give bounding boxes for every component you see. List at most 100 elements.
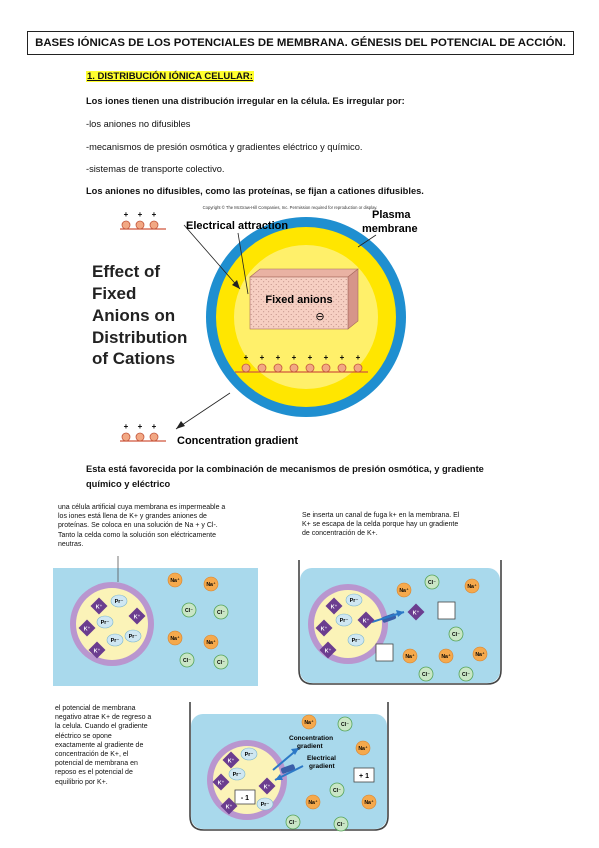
- potassium-ion-icon: [128, 607, 146, 625]
- svg-text:K⁺: K⁺: [84, 625, 91, 632]
- protein-anion-icon: [345, 593, 363, 607]
- sodium-ion-icon: [438, 648, 454, 664]
- chloride-ion-icon: [213, 604, 229, 620]
- protein-anion-icon: [347, 633, 365, 647]
- cation-icon: [257, 363, 267, 373]
- chloride-ion-icon: [181, 602, 197, 618]
- leak-channel: [280, 764, 296, 774]
- empty-charge-box: [375, 643, 394, 662]
- electrical-attraction-label: Electrical attraction: [186, 220, 288, 232]
- svg-text:Cl⁻: Cl⁻: [333, 788, 341, 794]
- section-heading: 1. DISTRIBUCIÓN IÓNICA CELULAR:: [86, 71, 254, 82]
- sodium-ion-icon: [203, 634, 219, 650]
- potassium-ion-icon: [222, 751, 240, 769]
- svg-text:Pr⁻: Pr⁻: [261, 802, 270, 808]
- sodium-ion-icon: [301, 714, 317, 730]
- cation-icon: [135, 220, 145, 230]
- reason-3: -sistemas de transporte colectivo.: [86, 164, 225, 174]
- svg-text:Cl⁻: Cl⁻: [183, 658, 191, 664]
- figure-copyright: Copyright © The McGraw-Hill Companies, I…: [203, 205, 378, 210]
- svg-text:gradient: gradient: [297, 743, 323, 750]
- svg-text:Cl⁻: Cl⁻: [337, 822, 345, 828]
- svg-text:Cl⁻: Cl⁻: [452, 632, 460, 638]
- cation-icon: [121, 432, 131, 442]
- plus-sign: +: [124, 210, 129, 219]
- sodium-ion-icon: [464, 578, 480, 594]
- svg-text:+ 1: + 1: [359, 773, 369, 780]
- protein-anion-icon: [240, 747, 258, 761]
- elec-gradient-label: Electrical: [307, 755, 336, 762]
- svg-text:Distribution: Distribution: [92, 328, 187, 347]
- svg-text:Pr⁻: Pr⁻: [111, 638, 120, 644]
- fixed-anions-box: [249, 276, 349, 330]
- svg-text:Pr⁻: Pr⁻: [340, 618, 349, 624]
- svg-text:Na⁺: Na⁺: [308, 800, 318, 806]
- sodium-ion-icon: [167, 572, 183, 588]
- empty-charge-box: [437, 601, 456, 620]
- svg-text:Na⁺: Na⁺: [467, 584, 477, 590]
- protein-anion-icon: [110, 594, 128, 608]
- plus-sign: +: [340, 353, 345, 362]
- effect-text: Effect of Fixed Anions on Distribution o…: [92, 262, 187, 368]
- plus-sign: +: [308, 353, 313, 362]
- svg-text:Cl⁻: Cl⁻: [217, 660, 225, 666]
- chloride-ion-icon: [418, 666, 434, 682]
- minus-charge-icon: ⊖: [315, 311, 324, 323]
- caption-right: Se inserta un canal de fuga k+ en la mem…: [302, 512, 460, 538]
- plus-sign: +: [244, 353, 249, 362]
- potassium-ion-icon: [90, 597, 108, 615]
- plus-sign: +: [324, 353, 329, 362]
- plus-sign: +: [276, 353, 281, 362]
- potassium-ion-icon: [78, 619, 96, 637]
- favored-line-2: químico y eléctrico: [86, 479, 171, 489]
- svg-text:of Cations: of Cations: [92, 349, 175, 368]
- potassium-ion-icon: [212, 773, 230, 791]
- cation-icon: [273, 363, 283, 373]
- cation-icon: [149, 432, 159, 442]
- cations-inside: ++++++++: [235, 353, 368, 373]
- beaker-diagram-2: K⁺Pr⁻K⁺Pr⁻K⁺Pr⁻K⁺K⁺Na⁺Cl⁻Na⁺Cl⁻Na⁺Na⁺Na⁺…: [298, 560, 502, 685]
- svg-text:Pr⁻: Pr⁻: [350, 598, 359, 604]
- svg-text:Pr⁻: Pr⁻: [115, 599, 124, 605]
- chloride-ion-icon: [285, 814, 301, 830]
- potassium-ion-icon: [88, 641, 106, 659]
- conc-gradient-label: Concentration: [289, 735, 333, 742]
- svg-text:Na⁺: Na⁺: [441, 654, 451, 660]
- chloride-ion-icon: [329, 782, 345, 798]
- svg-text:K⁺: K⁺: [226, 803, 233, 810]
- svg-text:K⁺: K⁺: [94, 647, 101, 654]
- cation-icon: [121, 220, 131, 230]
- protein-anion-icon: [228, 767, 246, 781]
- cation-icon: [289, 363, 299, 373]
- cation-icon: [305, 363, 315, 373]
- cation-icon: [353, 363, 363, 373]
- plus-sign: +: [356, 353, 361, 362]
- potassium-ion-icon: [357, 611, 375, 629]
- potassium-ion-icon: [315, 619, 333, 637]
- chloride-ion-icon: [424, 574, 440, 590]
- page-title: BASES IÓNICAS DE LOS POTENCIALES DE MEMB…: [27, 31, 574, 55]
- svg-text:Na⁺: Na⁺: [358, 746, 368, 752]
- svg-text:Cl⁻: Cl⁻: [462, 672, 470, 678]
- plus-sign: +: [152, 422, 157, 431]
- sodium-ion-icon: [305, 794, 321, 810]
- svg-text:K⁺: K⁺: [134, 613, 141, 620]
- svg-text:Na⁺: Na⁺: [304, 720, 314, 726]
- sodium-ion-icon: [167, 630, 183, 646]
- sodium-ion-icon: [203, 576, 219, 592]
- cation-icon: [241, 363, 251, 373]
- svg-text:Na⁺: Na⁺: [206, 582, 216, 588]
- favored-line-1: Esta está favorecida por la combinación …: [86, 464, 484, 474]
- chloride-ion-icon: [337, 716, 353, 732]
- svg-text:gradient: gradient: [309, 763, 335, 770]
- plus-sign: +: [152, 210, 157, 219]
- plus-sign: +: [260, 353, 265, 362]
- protein-anion-icon: [256, 797, 274, 811]
- attraction-arrow: [183, 224, 241, 290]
- svg-text:Cl⁻: Cl⁻: [428, 580, 436, 586]
- protein-anion-icon: [106, 633, 124, 647]
- svg-text:K⁺: K⁺: [264, 783, 271, 790]
- gradient-arrow: [175, 392, 231, 430]
- svg-text:Fixed: Fixed: [92, 284, 136, 303]
- svg-text:Na⁺: Na⁺: [206, 640, 216, 646]
